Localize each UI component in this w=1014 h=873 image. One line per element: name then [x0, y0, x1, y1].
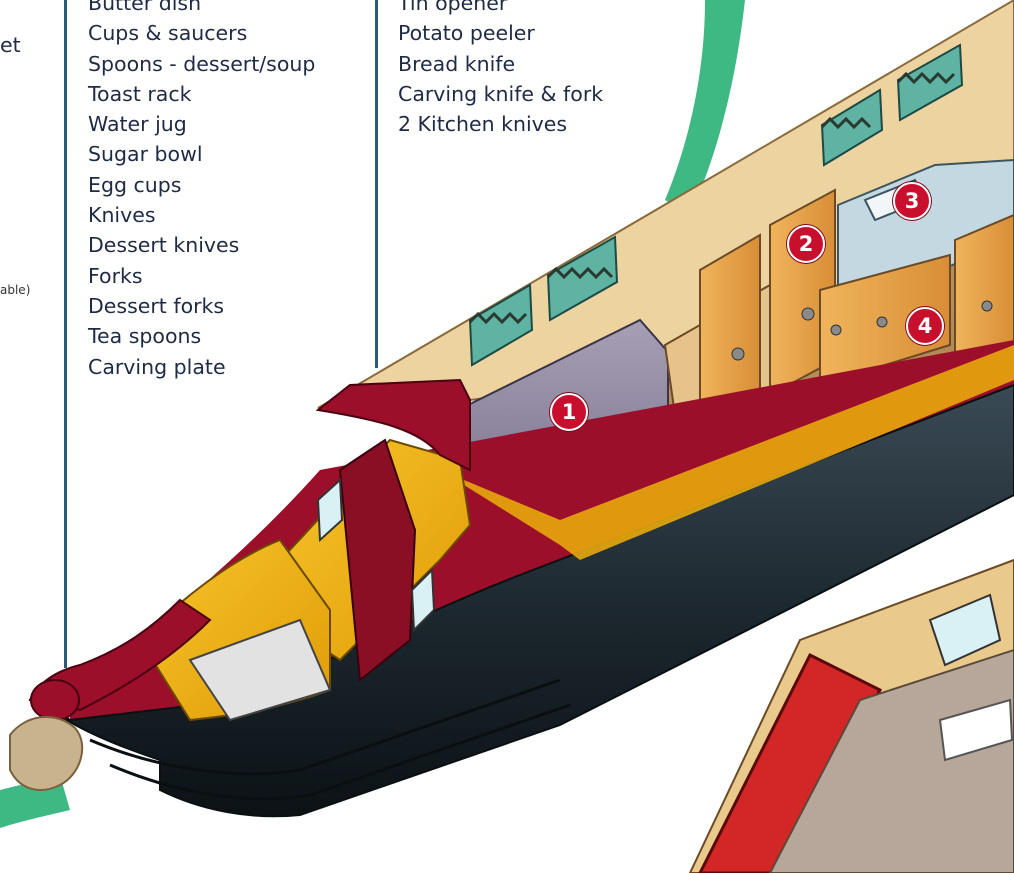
- marker-3: 3: [893, 182, 931, 220]
- marker-4: 4: [906, 307, 944, 345]
- marker-2: 2: [787, 225, 825, 263]
- truncated-note-left: able): [0, 283, 30, 297]
- list-item: Bread knife: [398, 49, 603, 79]
- divider-left: [64, 0, 67, 668]
- list-item: Knives: [88, 200, 315, 230]
- list-item: Tea spoons: [88, 321, 315, 351]
- list-item: Water jug: [88, 109, 315, 139]
- list-item: Potato peeler: [398, 18, 603, 48]
- bow-fender: [31, 680, 79, 720]
- list-item: Forks: [88, 261, 315, 291]
- list-item: 2 Kitchen knives: [398, 109, 603, 139]
- list-item: Butter dish: [88, 0, 315, 18]
- divider-middle: [375, 0, 378, 368]
- list-item: Spoons - dessert/soup: [88, 49, 315, 79]
- list-item: Sugar bowl: [88, 139, 315, 169]
- list-item: Toast rack: [88, 79, 315, 109]
- truncated-text-top-left: et: [0, 33, 21, 57]
- list-item: Carving plate: [88, 352, 315, 382]
- list-item: Egg cups: [88, 170, 315, 200]
- rope-fender: [10, 717, 82, 790]
- list-item: Dessert forks: [88, 291, 315, 321]
- marker-1: 1: [550, 393, 588, 431]
- list-item: Dessert knives: [88, 230, 315, 260]
- list-item: Cups & saucers: [88, 18, 315, 48]
- list-item: Tin opener: [398, 0, 603, 18]
- list-item: Carving knife & fork: [398, 79, 603, 109]
